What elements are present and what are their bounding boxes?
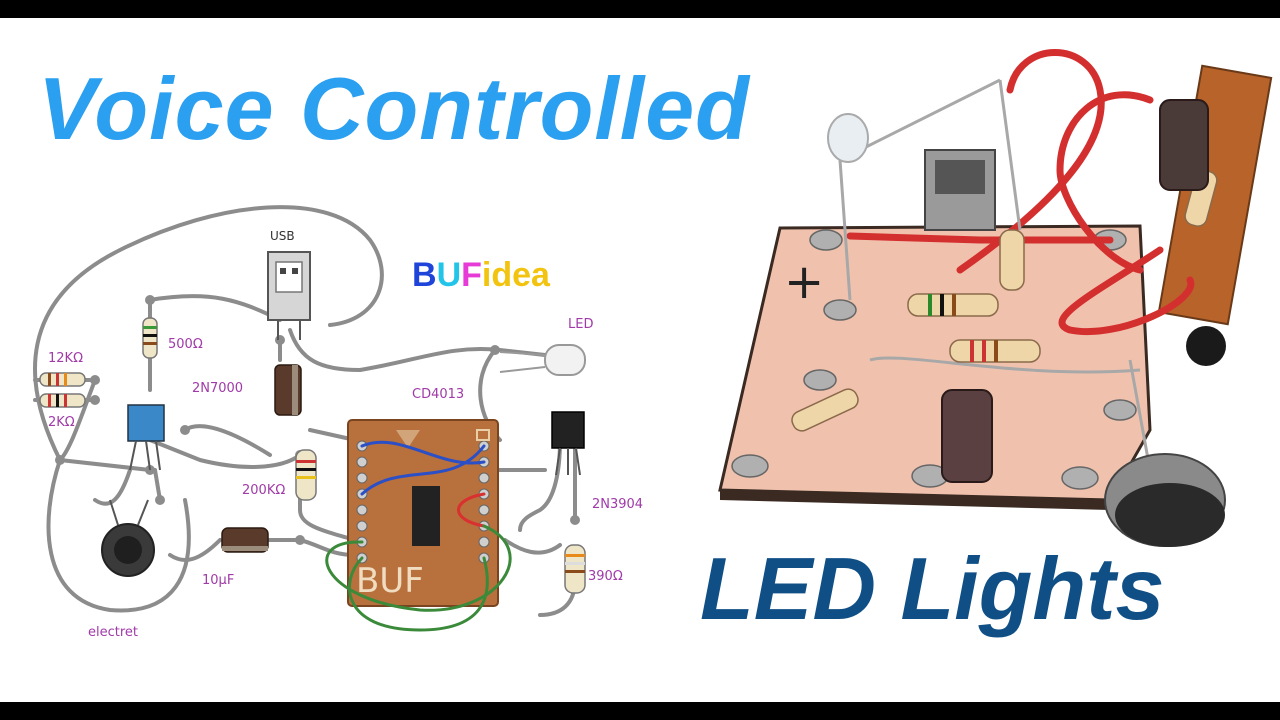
resistor-2k xyxy=(39,393,86,408)
label-2k: 2KΩ xyxy=(48,415,75,430)
photo-transistor xyxy=(1186,326,1226,366)
photo-electret xyxy=(1104,453,1226,547)
resistor-500 xyxy=(142,317,158,359)
photo-capacitors xyxy=(941,99,1209,483)
label-390: 390Ω xyxy=(588,569,623,584)
resistor-200k xyxy=(295,449,317,501)
label-electret: electret xyxy=(88,625,138,640)
built-circuit-photo: + xyxy=(718,49,1273,547)
transistor-2n7000 xyxy=(127,404,165,471)
label-12k: 12KΩ xyxy=(48,351,83,366)
logo-f: F xyxy=(461,256,482,294)
photo-plus-sign: + xyxy=(784,254,824,310)
title-voice-controlled: Voice Controlled xyxy=(38,59,750,158)
bufidea-logo: BUFidea xyxy=(412,256,550,295)
pcb-board: BUF xyxy=(347,419,499,607)
logo-u: U xyxy=(436,256,462,294)
top-letterbox xyxy=(0,0,1280,18)
label-cd4013: CD4013 xyxy=(412,387,464,402)
logo-b: B xyxy=(412,256,437,294)
led xyxy=(499,344,586,376)
label-2n7000: 2N7000 xyxy=(192,381,243,396)
bottom-letterbox xyxy=(0,702,1280,720)
label-500: 500Ω xyxy=(168,337,203,352)
label-2n3904: 2N3904 xyxy=(592,497,643,512)
capacitor-10uf xyxy=(221,527,269,553)
usb-connector xyxy=(267,251,311,340)
photo-led xyxy=(827,113,869,163)
pcb-jumper-wires xyxy=(325,440,512,632)
pcb-label: BUF xyxy=(356,561,424,601)
photo-resistors xyxy=(791,169,1218,432)
logo-idea: idea xyxy=(481,256,550,294)
label-200k: 200KΩ xyxy=(242,483,285,498)
transistor-2n3904 xyxy=(551,411,585,476)
electret-microphone xyxy=(101,499,155,577)
title-led-lights: LED Lights xyxy=(700,539,1165,638)
label-usb: USB xyxy=(270,229,295,243)
label-led: LED xyxy=(568,317,593,332)
resistor-12k xyxy=(39,372,86,387)
resistor-390 xyxy=(564,544,586,594)
capacitor-usb xyxy=(274,364,302,416)
label-10uf: 10μF xyxy=(202,573,234,588)
